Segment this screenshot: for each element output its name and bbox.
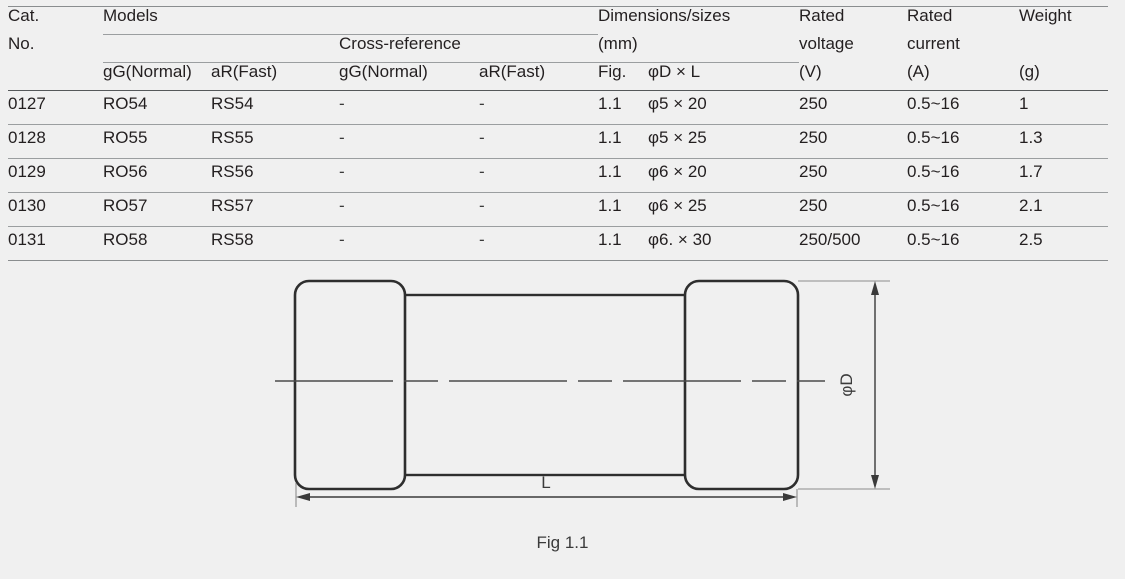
cell-cat-no: 0128: [8, 128, 46, 147]
cell-model-gg: RO56: [103, 162, 148, 181]
header-models-gg: gG(Normal): [103, 62, 192, 81]
cell-cat-no: 0129: [8, 162, 46, 181]
header-dimensions-line2: (mm): [598, 34, 799, 63]
diameter-label: φD: [837, 373, 856, 396]
table-row: 0128 RO55 RS55 - - 1.1 φ5 × 25 250 0.5~1…: [8, 125, 1108, 159]
cell-fig: 1.1: [598, 162, 622, 181]
table-row: 0129 RO56 RS56 - - 1.1 φ6 × 20 250 0.5~1…: [8, 159, 1108, 193]
table-header-row-1: Cat. Models Dimensions/sizes Rated Rated…: [8, 6, 1108, 35]
cell-model-ar: RS56: [211, 162, 254, 181]
cell-model-gg: RO54: [103, 94, 148, 113]
header-rated-voltage-line1: Rated: [799, 6, 907, 35]
cell-xref-ar: -: [479, 196, 485, 215]
cell-dimensions: φ5 × 20: [648, 94, 707, 113]
cell-rated-current: 0.5~16: [907, 128, 960, 147]
cell-cat-no: 0131: [8, 230, 46, 249]
cell-dimensions: φ6. × 30: [648, 230, 712, 249]
cell-weight: 1.7: [1019, 162, 1043, 181]
table-row: 0127 RO54 RS54 - - 1.1 φ5 × 20 250 0.5~1…: [8, 91, 1108, 125]
figure-caption: Fig 1.1: [536, 533, 589, 552]
table-row: 0130 RO57 RS57 - - 1.1 φ6 × 25 250 0.5~1…: [8, 193, 1108, 227]
header-diameter-length: φD × L: [648, 62, 701, 81]
header-rated-voltage-line2: voltage: [799, 33, 854, 53]
diameter-arrow-up: [871, 281, 879, 295]
header-cat-no-spacer: [8, 63, 103, 91]
length-arrow-right: [783, 493, 797, 501]
cell-rated-current: 0.5~16: [907, 230, 960, 249]
cell-cat-no: 0130: [8, 196, 46, 215]
cell-xref-ar: -: [479, 128, 485, 147]
cell-weight: 1: [1019, 94, 1029, 113]
table-header-row-3: gG(Normal) aR(Fast) gG(Normal) aR(Fast) …: [8, 63, 1108, 91]
fuse-right-endcap: [683, 279, 800, 491]
cell-xref-gg: -: [339, 94, 345, 113]
cell-fig: 1.1: [598, 94, 622, 113]
cell-rated-voltage: 250: [799, 128, 828, 147]
cell-weight: 2.5: [1019, 230, 1043, 249]
header-xref-ar: aR(Fast): [479, 62, 546, 81]
cell-xref-ar: -: [479, 230, 485, 249]
header-weight-spacer: [1019, 35, 1108, 63]
fuse-left-endcap: [293, 279, 407, 491]
cell-xref-gg: -: [339, 128, 345, 147]
cell-rated-voltage: 250: [799, 196, 828, 215]
header-weight: Weight: [1019, 6, 1108, 35]
cell-weight: 2.1: [1019, 196, 1043, 215]
header-dimensions-line1: Dimensions/sizes: [598, 6, 799, 35]
header-models-spacer: [103, 34, 339, 63]
cell-model-ar: RS57: [211, 196, 254, 215]
length-label: L: [541, 473, 550, 492]
cell-weight: 1.3: [1019, 128, 1043, 147]
cell-xref-gg: -: [339, 162, 345, 181]
header-rated-current-line2: current: [907, 33, 960, 53]
table-row: 0131 RO58 RS58 - - 1.1 φ6. × 30 250/500 …: [8, 227, 1108, 261]
cell-fig: 1.1: [598, 128, 622, 147]
cell-xref-ar: -: [479, 162, 485, 181]
cell-dimensions: φ5 × 25: [648, 128, 707, 147]
header-rated-current-line1: Rated: [907, 6, 1019, 35]
header-cat-no-line2: No.: [8, 33, 35, 53]
cell-model-ar: RS54: [211, 94, 254, 113]
cell-model-ar: RS58: [211, 230, 254, 249]
cell-rated-current: 0.5~16: [907, 196, 960, 215]
header-rated-current-unit: (A): [907, 61, 930, 81]
cell-model-gg: RO57: [103, 196, 148, 215]
cell-rated-voltage: 250/500: [799, 230, 861, 249]
header-xref-gg: gG(Normal): [339, 62, 428, 81]
cell-xref-gg: -: [339, 196, 345, 215]
cell-dimensions: φ6 × 20: [648, 162, 707, 181]
cell-rated-current: 0.5~16: [907, 162, 960, 181]
header-models-ar: aR(Fast): [211, 62, 278, 81]
header-cat-no-line1: Cat.: [8, 6, 103, 35]
cell-model-gg: RO55: [103, 128, 148, 147]
cell-model-ar: RS55: [211, 128, 254, 147]
length-arrow-left: [296, 493, 310, 501]
header-cross-reference-group: Cross-reference: [339, 34, 598, 63]
table-header-row-2: No. Cross-reference (mm) voltage current: [8, 33, 1108, 63]
diameter-arrow-down: [871, 475, 879, 489]
fuse-dimension-drawing: φD L: [0, 255, 1125, 579]
cell-rated-voltage: 250: [799, 94, 828, 113]
header-weight-unit: (g): [1019, 61, 1040, 81]
cell-model-gg: RO58: [103, 230, 148, 249]
fuse-specification-table: Cat. Models Dimensions/sizes Rated Rated…: [8, 6, 1108, 261]
cell-xref-gg: -: [339, 230, 345, 249]
header-models-group: Models: [103, 6, 598, 35]
header-rated-voltage-unit: (V): [799, 61, 822, 81]
cell-dimensions: φ6 × 25: [648, 196, 707, 215]
cell-rated-voltage: 250: [799, 162, 828, 181]
cell-rated-current: 0.5~16: [907, 94, 960, 113]
cell-fig: 1.1: [598, 230, 622, 249]
header-fig: Fig.: [598, 62, 627, 81]
cell-fig: 1.1: [598, 196, 622, 215]
cell-xref-ar: -: [479, 94, 485, 113]
cell-cat-no: 0127: [8, 94, 46, 113]
fuse-body-outline: [398, 293, 692, 477]
